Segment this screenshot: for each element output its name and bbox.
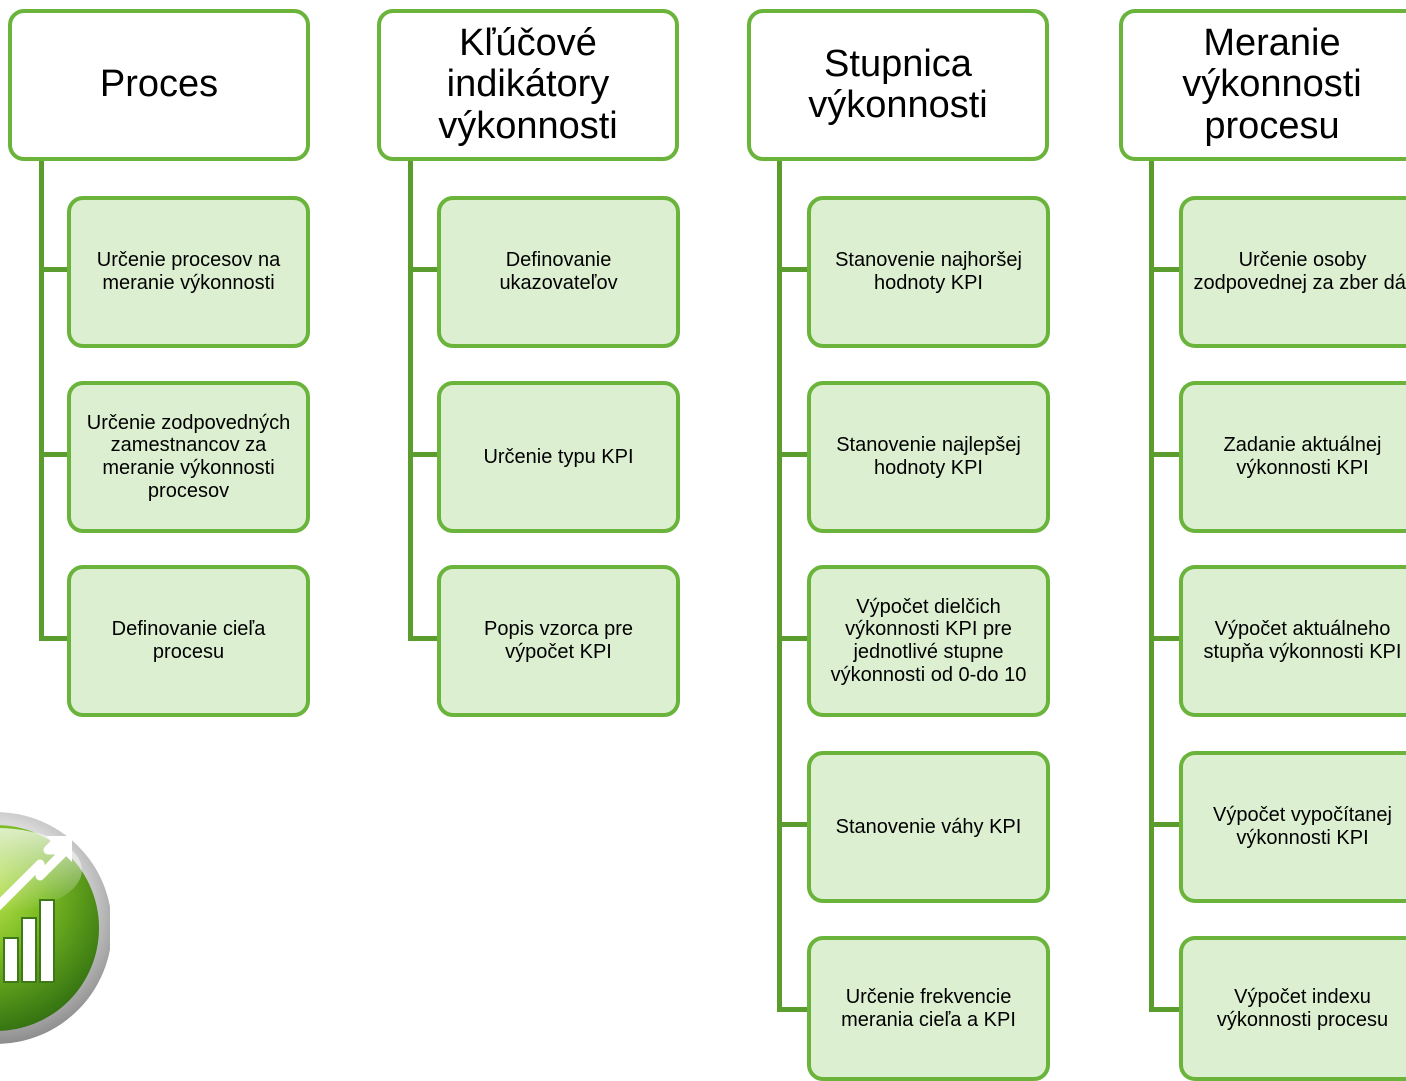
connector-branch (408, 636, 440, 641)
connector-branch (1149, 822, 1182, 827)
step-box: Určenie typu KPI (437, 381, 680, 533)
connector-branch (39, 267, 71, 272)
step-box: Výpočet dielčich výkonnosti KPI pre jedn… (807, 565, 1050, 717)
connector-branch (777, 267, 810, 272)
column-header-proces: Proces (8, 9, 310, 161)
step-box: Definovanie cieľa procesu (67, 565, 310, 717)
step-box: Stanovenie najhoršej hodnoty KPI (807, 196, 1050, 348)
column-header-stupnica: Stupnica výkonnosti (747, 9, 1049, 161)
connector-trunk (1149, 157, 1154, 1012)
step-box: Výpočet indexu výkonnosti procesu (1179, 936, 1406, 1081)
step-box: Stanovenie váhy KPI (807, 751, 1050, 903)
column-header-meranie: Meranie výkonnosti procesu (1119, 9, 1406, 161)
connector-trunk (408, 157, 413, 641)
connector-branch (408, 452, 440, 457)
connector-branch (408, 267, 440, 272)
connector-trunk (39, 157, 44, 641)
connector-branch (777, 1007, 810, 1012)
connector-branch (1149, 452, 1182, 457)
step-box: Výpočet aktuálneho stupňa výkonnosti KPI (1179, 565, 1406, 717)
step-box: Zadanie aktuálnej výkonnosti KPI (1179, 381, 1406, 533)
step-box: Určenie frekvencie merania cieľa a KPI (807, 936, 1050, 1081)
connector-trunk (777, 157, 782, 1012)
step-box: Určenie procesov na meranie výkonnosti (67, 196, 310, 348)
connector-branch (777, 452, 810, 457)
step-box: Určenie osoby zodpovednej za zber dát (1179, 196, 1406, 348)
step-box: Výpočet vypočítanej výkonnosti KPI (1179, 751, 1406, 903)
column-header-kpi: Kľúčové indikátory výkonnosti (377, 9, 679, 161)
connector-branch (1149, 267, 1182, 272)
connector-branch (777, 822, 810, 827)
step-box: Určenie zodpovedných zamestnancov za mer… (67, 381, 310, 533)
step-box: Popis vzorca pre výpočet KPI (437, 565, 680, 717)
growth-chart-icon (0, 760, 110, 1080)
connector-branch (1149, 636, 1182, 641)
connector-branch (39, 636, 71, 641)
connector-branch (39, 452, 71, 457)
step-box: Stanovenie najlepšej hodnoty KPI (807, 381, 1050, 533)
connector-branch (777, 636, 810, 641)
connector-branch (1149, 1007, 1182, 1012)
step-box: Definovanie ukazovateľov (437, 196, 680, 348)
